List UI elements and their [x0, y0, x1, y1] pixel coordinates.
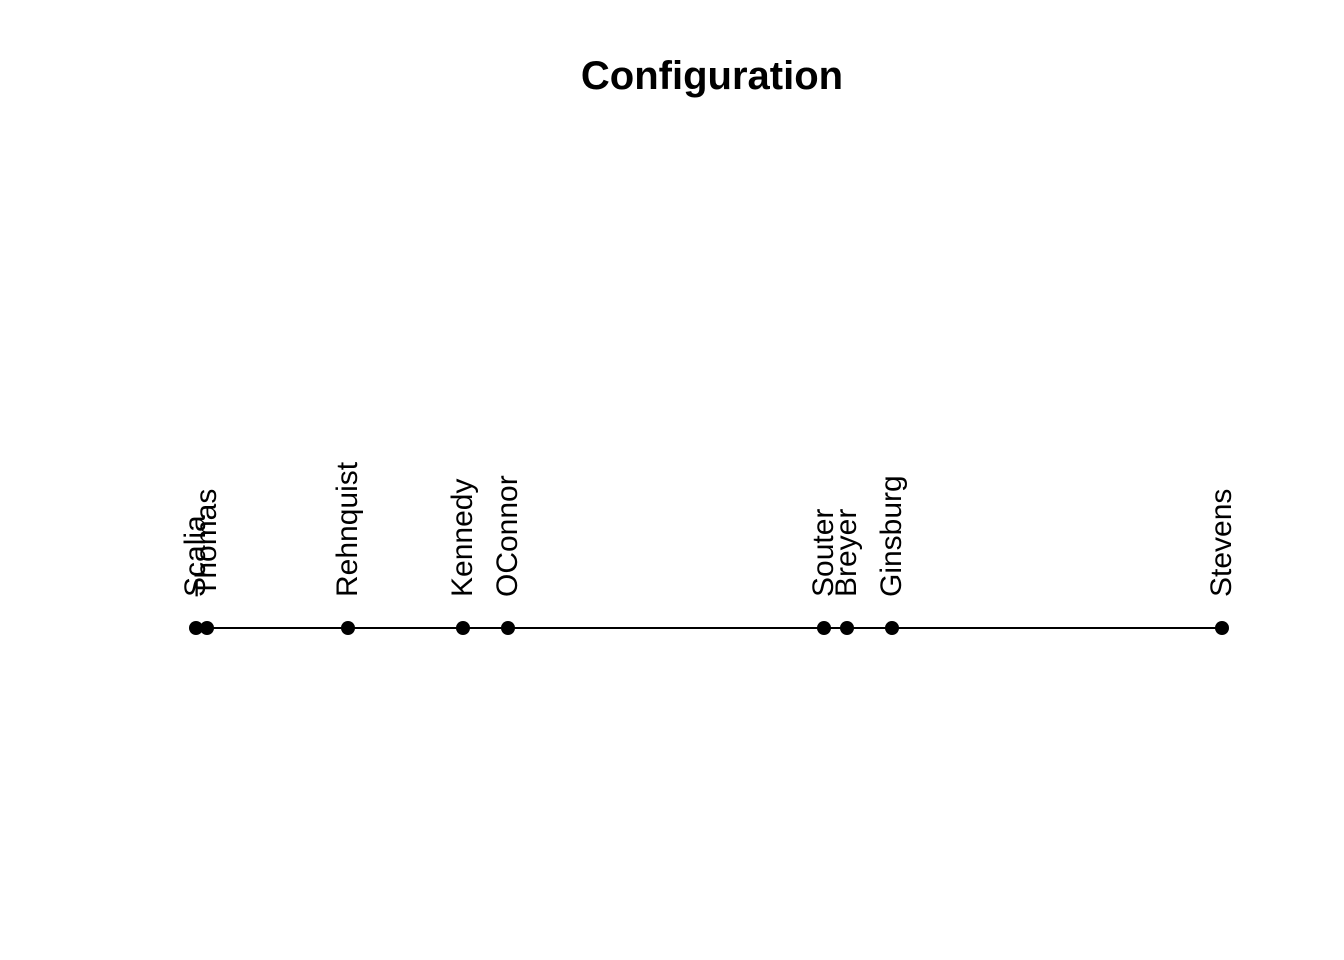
data-point-ginsburg [885, 621, 900, 635]
data-point-thomas [200, 621, 215, 635]
data-point-scalia [189, 621, 203, 635]
data-point-breyer [839, 621, 854, 635]
point-label-thomas: Thomas [190, 488, 224, 597]
data-point-souter [817, 621, 831, 635]
data-point-stevens [1215, 621, 1229, 635]
point-label-oconnor: OConnor [491, 475, 524, 597]
point-label-breyer: Breyer [829, 508, 863, 597]
plot-title: Configuration [580, 54, 844, 98]
configuration-axis-line [196, 627, 1222, 629]
point-label-rehnquist: Rehnquist [330, 461, 364, 597]
data-point-oconnor [501, 621, 515, 635]
point-label-ginsburg: Ginsburg [875, 475, 909, 597]
point-label-stevens: Stevens [1205, 488, 1238, 597]
data-point-kennedy [455, 621, 470, 635]
data-point-rehnquist [340, 621, 355, 635]
point-label-kennedy: Kennedy [445, 478, 479, 597]
